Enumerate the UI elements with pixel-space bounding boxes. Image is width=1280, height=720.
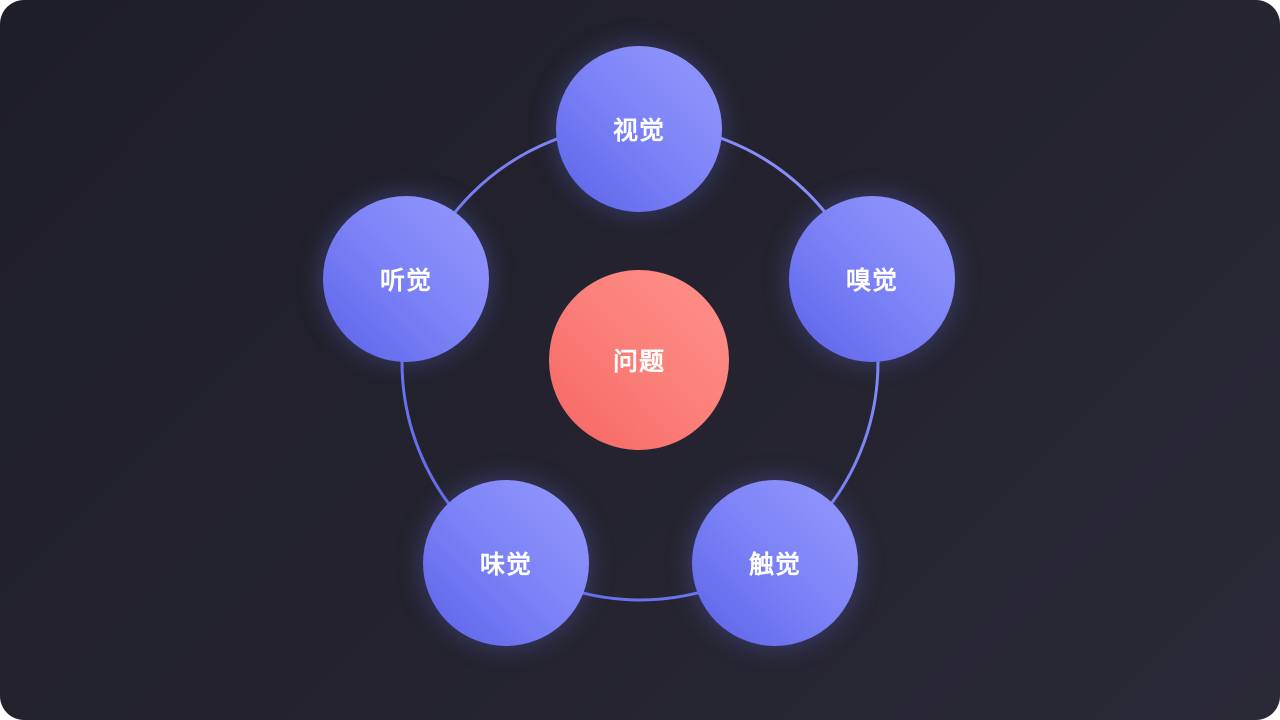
- node-sight: 视觉: [556, 46, 722, 212]
- node-touch: 触觉: [692, 480, 858, 646]
- node-label: 味觉: [479, 550, 532, 579]
- node-hearing: 听觉: [323, 196, 489, 362]
- node-label: 视觉: [612, 116, 665, 145]
- node-smell: 嗅觉: [789, 196, 955, 362]
- center-node-problem: 问题: [549, 270, 729, 450]
- node-label: 嗅觉: [845, 266, 898, 295]
- node-label: 听觉: [379, 266, 432, 295]
- center-label: 问题: [612, 347, 665, 376]
- node-label: 触觉: [748, 550, 801, 579]
- node-taste: 味觉: [423, 480, 589, 646]
